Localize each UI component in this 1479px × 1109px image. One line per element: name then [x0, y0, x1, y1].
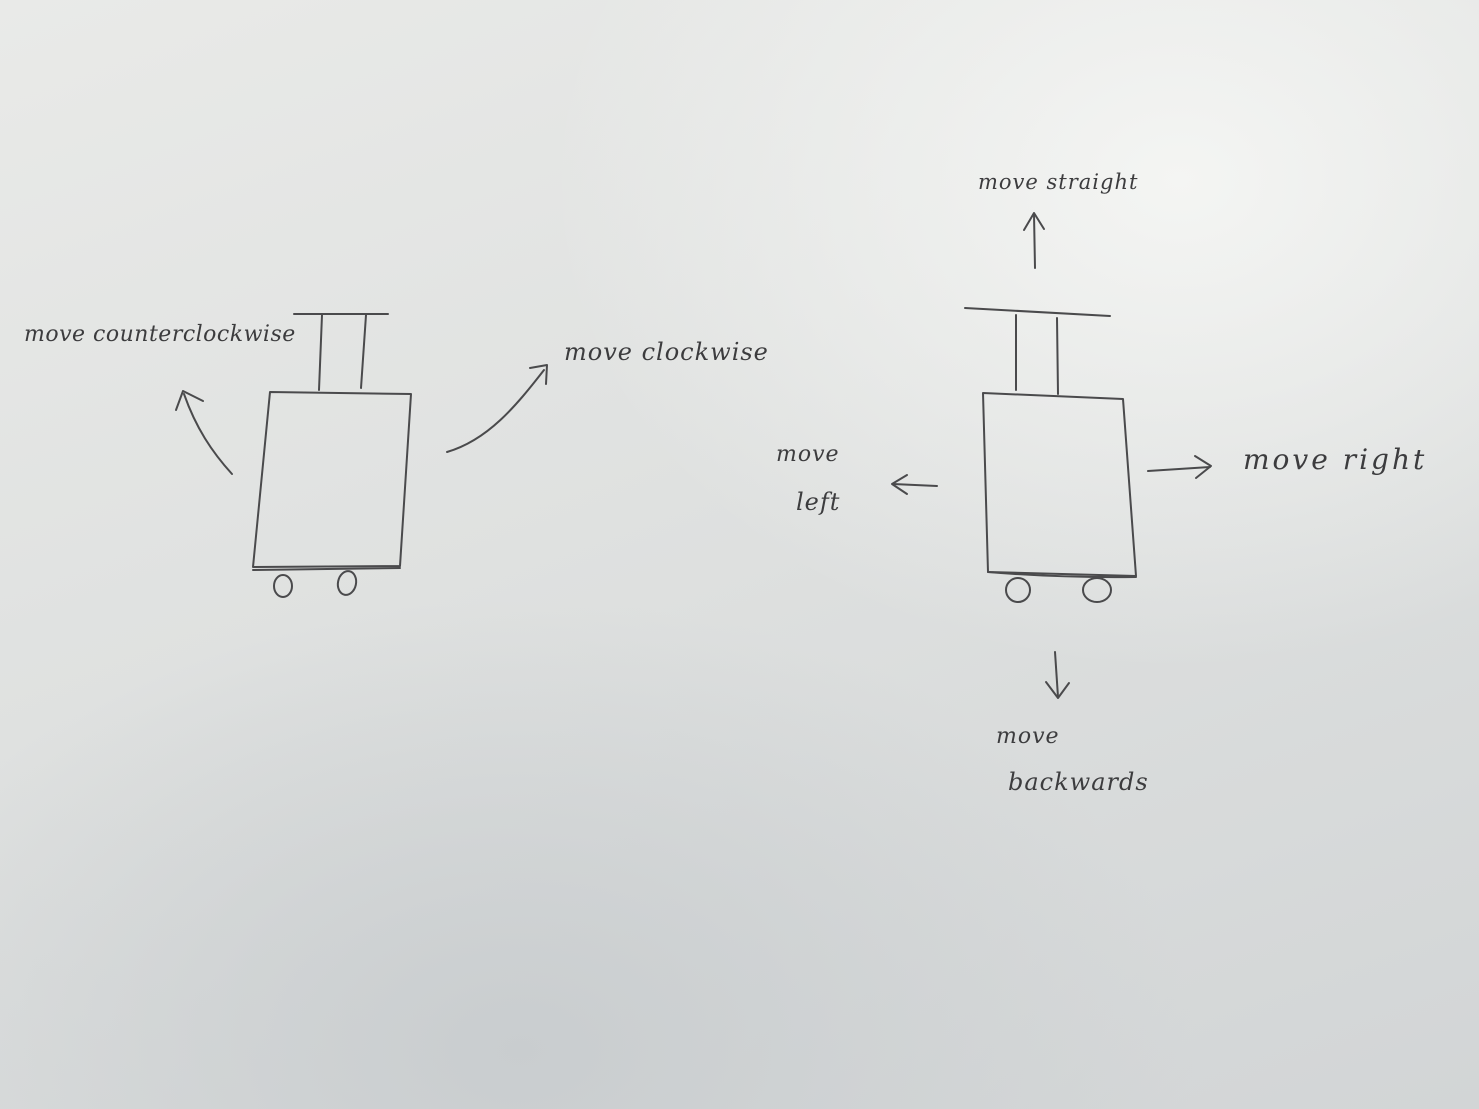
right-suitcase-base-line [987, 571, 1137, 579]
label-move-backwards-line2: backwards [1008, 768, 1149, 796]
label-move-counterclockwise: move counterclockwise [24, 322, 296, 347]
arrow-up-icon [1023, 212, 1045, 269]
label-move-clockwise: move clockwise [564, 338, 769, 366]
label-move-left-line2: left [796, 488, 841, 516]
arrow-right-icon [1147, 455, 1212, 479]
label-move-straight: move straight [978, 170, 1139, 194]
clockwise-arrow-icon [446, 364, 548, 453]
right-suitcase-wheel-left [1005, 577, 1031, 603]
label-move-backwards-line1: move [996, 724, 1060, 749]
counterclockwise-arrow-icon [175, 390, 233, 475]
arrow-down-icon [1045, 651, 1070, 699]
left-suitcase-handle-pole-left [318, 314, 323, 391]
right-suitcase-body [982, 392, 1137, 577]
suitcase-translation [964, 307, 1137, 603]
left-suitcase-wheel-right [336, 570, 358, 596]
left-suitcase-body [252, 391, 412, 568]
left-suitcase-wheel-left [273, 574, 293, 598]
left-suitcase-base-line [252, 567, 401, 571]
arrow-left-icon [891, 474, 938, 495]
label-move-right: move right [1243, 443, 1428, 476]
right-suitcase-handle-pole-right [1056, 317, 1059, 395]
left-suitcase-handle-pole-right [360, 314, 367, 389]
right-suitcase-handle-bar [964, 307, 1111, 317]
suitcase-rotation [252, 313, 412, 598]
label-move-left-line1: move [776, 442, 840, 467]
right-suitcase-wheel-right [1082, 577, 1112, 603]
